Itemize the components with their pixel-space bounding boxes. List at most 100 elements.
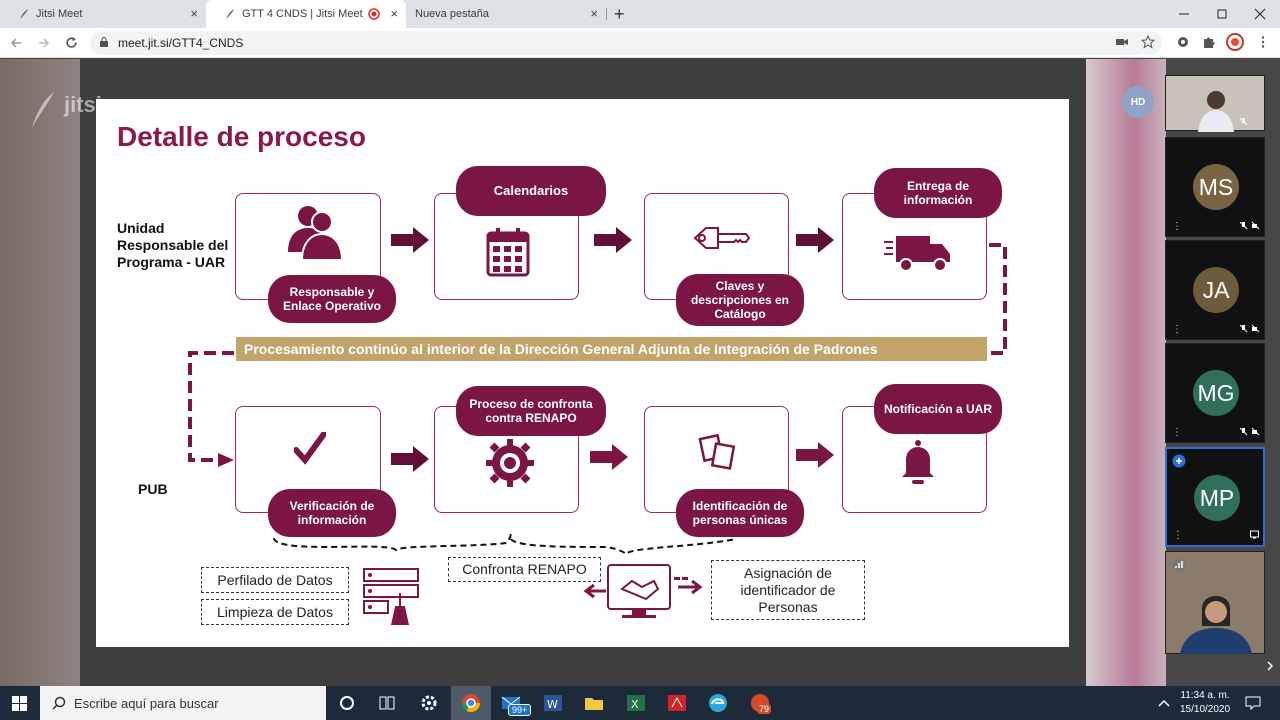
calendar-icon — [486, 228, 530, 277]
flow-arrow-icon — [391, 446, 429, 472]
chrome-icon — [462, 694, 480, 713]
close-window-icon[interactable] — [1254, 8, 1266, 20]
search-placeholder: Escribe aquí para buscar — [74, 695, 219, 711]
forward-icon[interactable] — [38, 37, 50, 49]
cortana-icon[interactable] — [337, 693, 357, 713]
settings-gear-icon[interactable] — [419, 693, 439, 713]
slide-title: Detalle de proceso — [117, 121, 366, 152]
extension-circle-icon[interactable] — [1176, 35, 1190, 49]
task-view-icon[interactable] — [377, 693, 397, 713]
row-label-uar: Unidad Responsable del Programa - UAR — [117, 220, 229, 270]
close-tab-icon[interactable]: × — [190, 6, 198, 21]
computer-handshake-icon — [583, 564, 703, 618]
avatar: MS — [1193, 164, 1239, 210]
show-hidden-icons-icon[interactable] — [1158, 699, 1170, 707]
close-tab-icon[interactable]: × — [390, 6, 398, 21]
background-blur-left — [0, 59, 80, 686]
mail-badge: 99+ — [508, 704, 532, 716]
database-broom-icon — [363, 568, 419, 625]
participant-tile-ms[interactable]: MS ⋮ — [1165, 137, 1265, 237]
avatar: JA — [1193, 267, 1239, 313]
pill-confronta: Proceso de confronta contra RENAPO — [456, 386, 606, 436]
edge-icon[interactable] — [708, 693, 728, 713]
tab-title: GTT 4 CNDS | Jitsi Meet — [242, 8, 363, 20]
delivery-truck-icon — [884, 236, 950, 272]
chrome-menu-icon[interactable] — [1256, 35, 1270, 49]
camera-off-icon — [1251, 324, 1260, 333]
mic-muted-icon — [1239, 221, 1248, 230]
tab-title: Nueva pestaña — [415, 8, 489, 20]
camera-permission-icon[interactable] — [1115, 35, 1129, 49]
pill-verificacion: Verificación de información — [268, 489, 396, 537]
excel-icon[interactable]: X — [626, 693, 646, 713]
more-options-icon[interactable]: ⋮ — [1172, 324, 1182, 335]
tab-title: Jitsi Meet — [36, 8, 83, 20]
pill-entrega: Entrega de información — [874, 168, 1002, 218]
participant-tile-mg[interactable]: MG ⋮ — [1165, 343, 1265, 443]
new-tab-button[interactable]: + — [614, 4, 625, 24]
avatar: MP — [1194, 475, 1240, 521]
participant-tile-video-1[interactable] — [1165, 75, 1265, 132]
browser-toolbar: meet.jit.si/GTT4_CNDS — [0, 28, 1280, 58]
person-video-icon — [1198, 91, 1234, 132]
clock-date: 15/10/2020 — [1180, 704, 1231, 715]
more-options-icon[interactable]: ⋮ — [1172, 221, 1182, 232]
background-blur-right — [1086, 59, 1166, 686]
close-tab-icon[interactable]: × — [590, 6, 598, 21]
more-options-icon[interactable]: ⋮ — [1172, 427, 1182, 438]
note-asignacion: Asignación de identificador de Personas — [711, 560, 865, 620]
more-options-icon[interactable]: ⋮ — [1173, 530, 1183, 541]
tab-strip: Jitsi Meet × GTT 4 CNDS | Jitsi Meet × N… — [0, 0, 1280, 28]
chevron-right-icon[interactable] — [1266, 660, 1274, 672]
connection-indicator-icon — [1172, 558, 1186, 572]
people-icon — [288, 206, 344, 260]
note-perfilado: Perfilado de Datos — [201, 567, 349, 593]
search-icon — [52, 696, 66, 710]
bookmark-star-icon[interactable] — [1141, 35, 1155, 49]
person-video-icon — [1180, 596, 1252, 654]
notification-bell-icon — [902, 440, 934, 484]
tab-nueva-pestana[interactable]: Nueva pestaña × — [406, 0, 606, 28]
word-icon[interactable]: W — [543, 693, 563, 713]
tab-jitsi-meet[interactable]: Jitsi Meet × — [0, 0, 206, 28]
app-badge: 79 — [757, 704, 772, 714]
notifications-icon[interactable] — [1245, 696, 1261, 710]
profile-avatar-icon[interactable] — [1226, 33, 1244, 51]
participant-tile-mp[interactable]: MP ⋮ — [1165, 447, 1265, 547]
recording-icon — [368, 8, 380, 20]
flow-arrow-icon — [391, 227, 429, 253]
reload-icon[interactable] — [65, 36, 78, 49]
acrobat-icon[interactable] — [667, 693, 687, 713]
note-limpieza: Limpieza de Datos — [201, 599, 349, 625]
pill-calendarios: Calendarios — [456, 166, 606, 216]
camera-off-icon — [1251, 427, 1260, 436]
back-icon[interactable] — [10, 37, 22, 49]
mic-muted-icon — [1239, 117, 1248, 126]
flow-arrow-icon — [594, 227, 632, 253]
taskbar-clock[interactable]: 11:34 a. m. 15/10/2020 — [1180, 689, 1230, 717]
mic-muted-icon — [1239, 324, 1248, 333]
lock-icon — [100, 37, 108, 47]
pill-identificacion: Identificación de personas únicas — [676, 489, 804, 537]
pill-responsable: Responsable y Enlace Operativo — [268, 275, 396, 323]
row-label-pub: PUB — [138, 481, 168, 497]
minimize-icon[interactable] — [1178, 8, 1190, 20]
chrome-taskbar-active[interactable] — [451, 686, 491, 720]
process-banner: Procesamiento continúo al interior de la… — [236, 337, 987, 361]
windows-start-icon[interactable] — [12, 696, 27, 711]
clock-time: 11:34 a. m. — [1180, 690, 1230, 701]
maximize-icon[interactable] — [1216, 8, 1228, 20]
svg-text:W: W — [547, 698, 558, 711]
participant-tile-ja[interactable]: JA ⋮ — [1165, 240, 1265, 340]
participant-tile-video-2[interactable] — [1165, 551, 1265, 654]
mic-muted-icon — [1239, 427, 1248, 436]
address-bar[interactable]: meet.jit.si/GTT4_CNDS — [90, 31, 1162, 55]
taskbar-search[interactable]: Escribe aquí para buscar — [40, 686, 326, 720]
jitsi-logo-icon — [32, 92, 54, 128]
file-explorer-icon[interactable] — [584, 693, 604, 713]
flow-arrow-icon — [796, 442, 834, 468]
extensions-puzzle-icon[interactable] — [1202, 35, 1216, 49]
pill-claves: Claves y descripciones en Catálogo — [676, 274, 804, 326]
tab-gtt4-cnds[interactable]: GTT 4 CNDS | Jitsi Meet × — [206, 0, 406, 28]
video-quality-badge[interactable]: HD — [1122, 86, 1154, 118]
